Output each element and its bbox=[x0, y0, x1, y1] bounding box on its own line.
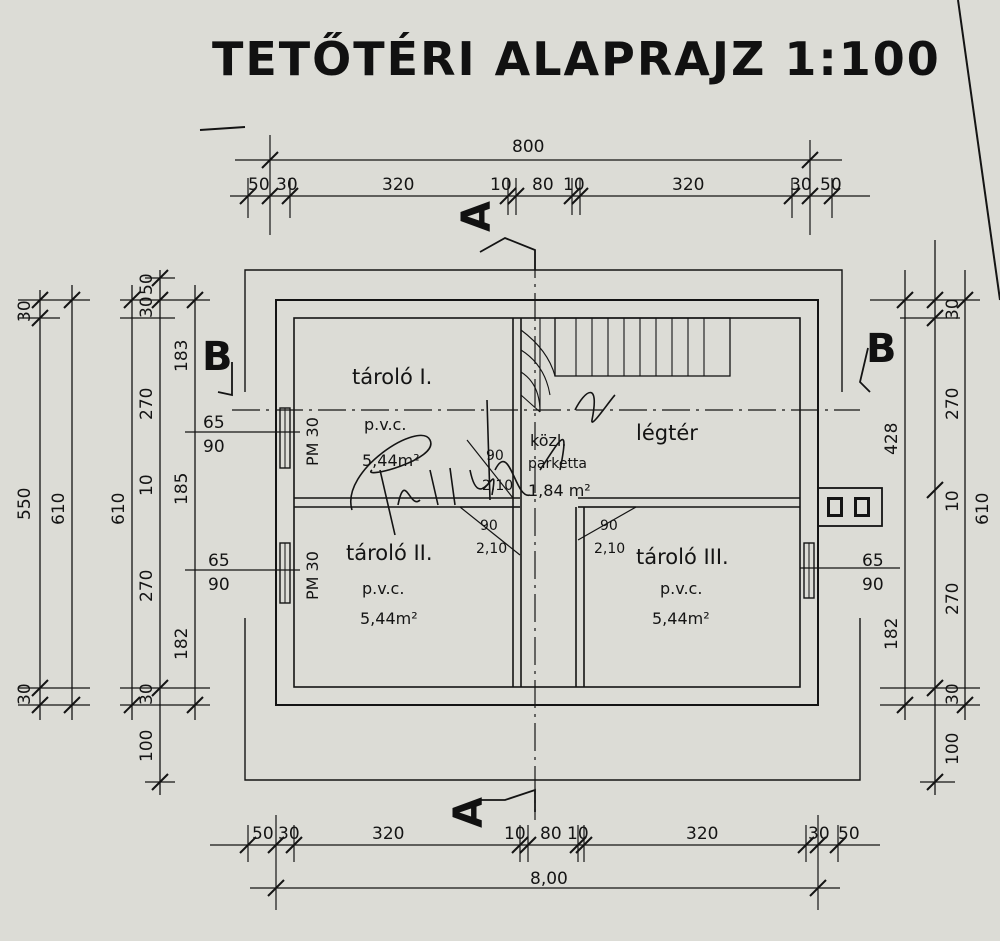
right-dim-30-bottom: 30 bbox=[943, 683, 963, 705]
building-walls bbox=[244, 269, 861, 781]
left-dim-182: 182 bbox=[172, 628, 192, 660]
right-dim-100: 100 bbox=[943, 733, 963, 765]
bottom-dim-2: 30 bbox=[278, 824, 300, 844]
left-dim-30-lower: 30 bbox=[137, 683, 157, 705]
door-1-width: 90 bbox=[486, 448, 504, 464]
section-a-top: A bbox=[454, 199, 500, 232]
left-dim-183: 183 bbox=[172, 340, 192, 372]
right-dim-182: 182 bbox=[882, 618, 902, 650]
bottom-dim-3: 320 bbox=[372, 824, 404, 844]
room-4-area: 1,84 m² bbox=[528, 481, 591, 500]
plan-title: TETŐTÉRI ALAPRAJZ 1:100 bbox=[212, 32, 941, 86]
room-3-floor: p.v.c. bbox=[660, 579, 702, 598]
chimney bbox=[817, 487, 883, 527]
section-b-right: B bbox=[866, 326, 899, 372]
left-dim-100: 100 bbox=[137, 730, 157, 762]
paper-edge bbox=[957, 0, 1000, 301]
top-dim-8: 30 bbox=[790, 175, 812, 195]
bottom-total-dim: 8,00 bbox=[530, 869, 568, 889]
room-2-area: 5,44m² bbox=[360, 609, 418, 628]
top-dimension-lines bbox=[230, 135, 870, 235]
top-dim-6: 10 bbox=[563, 175, 585, 195]
right-window-b: 90 bbox=[862, 575, 884, 595]
room-5-name: légtér bbox=[636, 421, 698, 445]
section-lines bbox=[217, 237, 871, 820]
left-dim-610-outer: 610 bbox=[49, 493, 69, 525]
handwritten-signature bbox=[349, 391, 616, 536]
left-dim-30-top: 30 bbox=[15, 300, 35, 322]
left-window-2-a: 65 bbox=[208, 551, 230, 571]
left-window-2-b: 90 bbox=[208, 575, 230, 595]
top-dim-2: 30 bbox=[276, 175, 298, 195]
right-dimension-lines bbox=[800, 240, 980, 795]
right-dim-610: 610 bbox=[973, 493, 993, 525]
right-window-a: 65 bbox=[862, 551, 884, 571]
room-2-floor: p.v.c. bbox=[362, 579, 404, 598]
bottom-dimension-lines bbox=[210, 815, 880, 910]
top-total-dim: 800 bbox=[512, 137, 544, 157]
left-dim-30-inner: 30 bbox=[137, 296, 157, 318]
bottom-dim-4: 10 bbox=[504, 824, 526, 844]
top-dim-5: 80 bbox=[532, 175, 554, 195]
room-1-name: tároló I. bbox=[352, 365, 432, 389]
right-dim-10: 10 bbox=[943, 490, 963, 512]
right-dim-270-bottom: 270 bbox=[943, 583, 963, 615]
bottom-dim-1: 50 bbox=[252, 824, 274, 844]
bottom-dim-7: 320 bbox=[686, 824, 718, 844]
left-dim-185: 185 bbox=[172, 473, 192, 505]
room-4-floor: parketta bbox=[528, 456, 587, 472]
left-window-1-a: 65 bbox=[203, 413, 225, 433]
door-3-width: 90 bbox=[600, 518, 618, 534]
section-a-bottom: A bbox=[446, 795, 492, 828]
room-1-door: PM 30 bbox=[303, 417, 322, 466]
left-dim-30-bottom: 30 bbox=[15, 683, 35, 705]
top-dim-9: 50 bbox=[820, 175, 842, 195]
dash-mark bbox=[199, 126, 246, 131]
room-3-name: tároló III. bbox=[636, 545, 729, 569]
room-2-door: PM 30 bbox=[303, 551, 322, 600]
top-dim-7: 320 bbox=[672, 175, 704, 195]
right-dim-428: 428 bbox=[882, 423, 902, 455]
left-window-1-b: 90 bbox=[203, 437, 225, 457]
right-dim-270-top: 270 bbox=[943, 388, 963, 420]
bottom-dim-8: 30 bbox=[808, 824, 830, 844]
top-dim-3: 320 bbox=[382, 175, 414, 195]
door-swings bbox=[459, 439, 637, 556]
top-dim-4: 10 bbox=[490, 175, 512, 195]
left-dim-550: 550 bbox=[15, 488, 35, 520]
left-dim-270-bottom: 270 bbox=[137, 570, 157, 602]
section-b-left: B bbox=[202, 334, 235, 380]
bottom-dim-9: 50 bbox=[838, 824, 860, 844]
left-dim-270-top: 270 bbox=[137, 388, 157, 420]
room-3-area: 5,44m² bbox=[652, 609, 710, 628]
room-1-floor: p.v.c. bbox=[364, 415, 406, 434]
door-3-height: 2,10 bbox=[594, 541, 625, 557]
staircase bbox=[520, 317, 731, 413]
left-dim-10: 10 bbox=[137, 474, 157, 496]
room-2-name: tároló II. bbox=[346, 541, 433, 565]
door-2-height: 2,10 bbox=[476, 541, 507, 557]
left-dim-50: 50 bbox=[137, 273, 157, 295]
top-dim-1: 50 bbox=[248, 175, 270, 195]
right-dim-30-top: 30 bbox=[943, 298, 963, 320]
bottom-dim-5: 80 bbox=[540, 824, 562, 844]
room-1-area: 5,44m² bbox=[362, 451, 420, 470]
left-dim-610-inner: 610 bbox=[109, 493, 129, 525]
door-2-width: 90 bbox=[480, 518, 498, 534]
bottom-dim-6: 10 bbox=[567, 824, 589, 844]
left-dimension-lines bbox=[18, 269, 300, 795]
